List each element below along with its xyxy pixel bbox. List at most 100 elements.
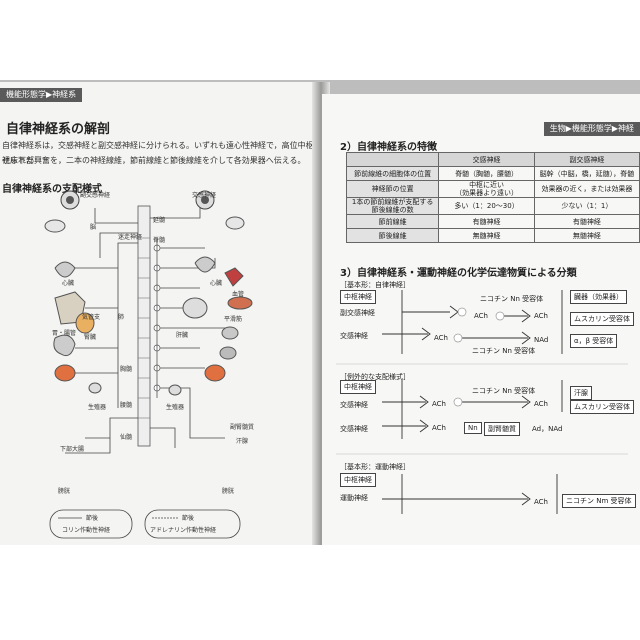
- basic-autonomic-label: ［基本形：自律神経］: [340, 281, 410, 289]
- ach-label-4: ACh: [432, 400, 446, 408]
- label-vagus: 迷走神経: [118, 234, 143, 241]
- diagram-title: 自律神経系の支配様式: [2, 184, 102, 195]
- legend-adrenergic-line1: 節後: [182, 515, 195, 522]
- muscarinic-box-2: ムスカリン受容体: [570, 400, 634, 414]
- effector-box: 臓器（効果器）: [570, 290, 627, 304]
- label-genital-left: 生殖器: [88, 404, 107, 411]
- nicotine-nn-label-1: ニコチン Nn 受容体: [480, 295, 544, 303]
- table-header-empty: [345, 152, 440, 167]
- legend-cholinergic-frame: [49, 509, 133, 539]
- table-row: 神経節の位置 中枢に近い （効果器より遠い） 効果器の近く，または効果器: [345, 180, 640, 198]
- legend-cholinergic-line1: 節後: [86, 515, 99, 522]
- label-heart-left: 心臓: [62, 280, 75, 287]
- organ-adrenal: [219, 346, 237, 360]
- table-cell: 節前線維: [345, 214, 440, 229]
- table-row: 節前線維 有髄神経 有髄神経: [345, 214, 640, 229]
- nicotine-nn-label-2: ニコチン Nn 受容体: [472, 347, 536, 355]
- motor-label: 運動神経: [340, 494, 368, 502]
- table-cell: 節前線維の細胞体の位置: [345, 166, 440, 181]
- section2-title: 2）自律神経系の特徴: [340, 142, 437, 153]
- organ-kidney: [75, 312, 95, 334]
- left-page-title: 自律神経系の解剖: [6, 122, 111, 137]
- organ-eye-right: [195, 190, 215, 210]
- vertebra-segments: [138, 237, 150, 419]
- organ-blood-vessel: [224, 267, 244, 287]
- organ-gland-left: [44, 219, 66, 233]
- alpha-beta-box: α，β 受容体: [570, 334, 618, 348]
- nicotine-nn-label-3: ニコチン Nn 受容体: [472, 387, 536, 395]
- table-row: 節前線維の細胞体の位置 脊髄（胸髄，腰髄） 脳幹（中脳，橋，延髄），脊髄: [345, 166, 640, 181]
- intro-paragraph-line1: 自律神経系は，交感神経と副交感神経に分けられる。いずれも遠心性神経で，高位中枢の…: [2, 141, 318, 165]
- label-sweat: 汗腺: [236, 438, 249, 445]
- ach-label-5: ACh: [534, 400, 548, 408]
- table-header-parasympathetic: 副交感神経: [533, 152, 640, 167]
- exception-label: ［例外的な支配様式］: [340, 373, 410, 381]
- sym-label-1: 交感神経: [340, 332, 368, 340]
- label-thoracic: 胸髄: [120, 366, 133, 373]
- table-cell: 1本の節前線維が支配する 節後線維の数: [345, 197, 440, 215]
- label-stomach: 胃・腸管: [52, 330, 77, 337]
- right-header-tab: 生物▶機能形態学▶神経: [543, 122, 640, 136]
- organ-sweat-gland: [221, 326, 239, 340]
- table-cell: 脊髄（胸髄，腰髄）: [438, 166, 535, 181]
- central-box-2: 中枢神経: [340, 380, 376, 394]
- nn-box: Nn: [464, 422, 482, 434]
- organ-colon: [53, 334, 76, 357]
- legend-adrenergic-line2: アドレナリン作動性神経: [150, 527, 217, 534]
- label-sacral: 仙髄: [120, 434, 133, 441]
- label-spinal: 脊髄: [153, 237, 166, 244]
- organ-heart-left: [54, 261, 76, 278]
- label-lumbar: 腰髄: [120, 402, 133, 409]
- label-blood-vessel: 血管: [232, 291, 245, 298]
- label-kidney: 腎臓: [84, 334, 97, 341]
- section3-title: 3）自律神経系・運動神経の化学伝達物質による分類: [340, 268, 577, 279]
- label-bladder-right: 膀胱: [222, 488, 235, 495]
- ad-nad-label: Ad，NAd: [532, 425, 563, 433]
- nad-label-1: NAd: [534, 336, 549, 344]
- sweat-gland-box: 汗腺: [570, 386, 592, 400]
- basic-motor-label: ［基本形：運動神経］: [340, 463, 410, 471]
- table-header-row: 交感神経 副交感神経: [345, 152, 640, 167]
- feature-table: 交感神経 副交感神経 節前線維の細胞体の位置 脊髄（胸髄，腰髄） 脳幹（中脳，橋…: [345, 152, 640, 243]
- legend-adrenergic-frame: [144, 509, 241, 539]
- muscarinic-box-1: ムスカリン受容体: [570, 312, 634, 326]
- table-row: 1本の節前線維が支配する 節後線維の数 多い（1：20～30） 少ない（1：1）: [345, 197, 640, 215]
- legend-cholinergic-line2: コリン作動性神経: [62, 527, 111, 534]
- ach-label-7: ACh: [534, 498, 548, 506]
- table-cell: 無髄神経: [533, 228, 640, 243]
- label-colon: 下部大腸: [60, 446, 85, 453]
- label-adrenal: 副腎髄質: [230, 424, 255, 431]
- table-cell: 有髄神経: [533, 214, 640, 229]
- label-bladder-left: 膀胱: [58, 488, 71, 495]
- table-header-sympathetic: 交感神経: [438, 152, 535, 167]
- intro-paragraph-line2: せられた興奮を，二本の神経線維，節前線維と節後線維を介して各効果器へ伝える。: [2, 156, 306, 165]
- central-box-3: 中枢神経: [340, 473, 376, 487]
- parasym-label-1: 副交感神経: [340, 309, 375, 317]
- table-row: 節後線維 無髄神経 無髄神経: [345, 228, 640, 243]
- organ-smooth-muscle: [227, 296, 253, 310]
- table-cell: 多い（1：20～30）: [438, 197, 535, 215]
- label-sympathetic: 交感神経: [192, 192, 217, 199]
- ach-label-6: ACh: [432, 424, 446, 432]
- label-liver: 肝臓: [176, 332, 189, 339]
- label-bronchus: 気管支: [82, 314, 101, 321]
- top-background: [0, 0, 640, 82]
- table-cell: 脳幹（中脳，橋，延髄），脊髄: [533, 166, 640, 181]
- left-header-tab: 機能形態学▶神経系: [0, 88, 83, 102]
- sym-label-2: 交感神経: [340, 401, 368, 409]
- sym-label-3: 交感神経: [340, 425, 368, 433]
- organ-gland-right: [225, 216, 245, 230]
- ach-label-1: ACh: [474, 312, 488, 320]
- central-box-1: 中枢神経: [340, 290, 376, 304]
- table-cell: 無髄神経: [438, 228, 535, 243]
- adrenal-medulla-box: 副腎髄質: [484, 422, 520, 436]
- label-medulla: 延髄: [153, 217, 166, 224]
- table-cell: 節後線維: [345, 228, 440, 243]
- organ-heart-right: [194, 256, 216, 273]
- label-parasympathetic: 副交感神経: [80, 192, 111, 199]
- label-heart-right: 心臓: [210, 280, 223, 287]
- bottom-background: [0, 545, 640, 640]
- organ-genital-left: [88, 382, 102, 394]
- transmission-diagram: [336, 290, 628, 514]
- organ-genital-right: [168, 384, 182, 396]
